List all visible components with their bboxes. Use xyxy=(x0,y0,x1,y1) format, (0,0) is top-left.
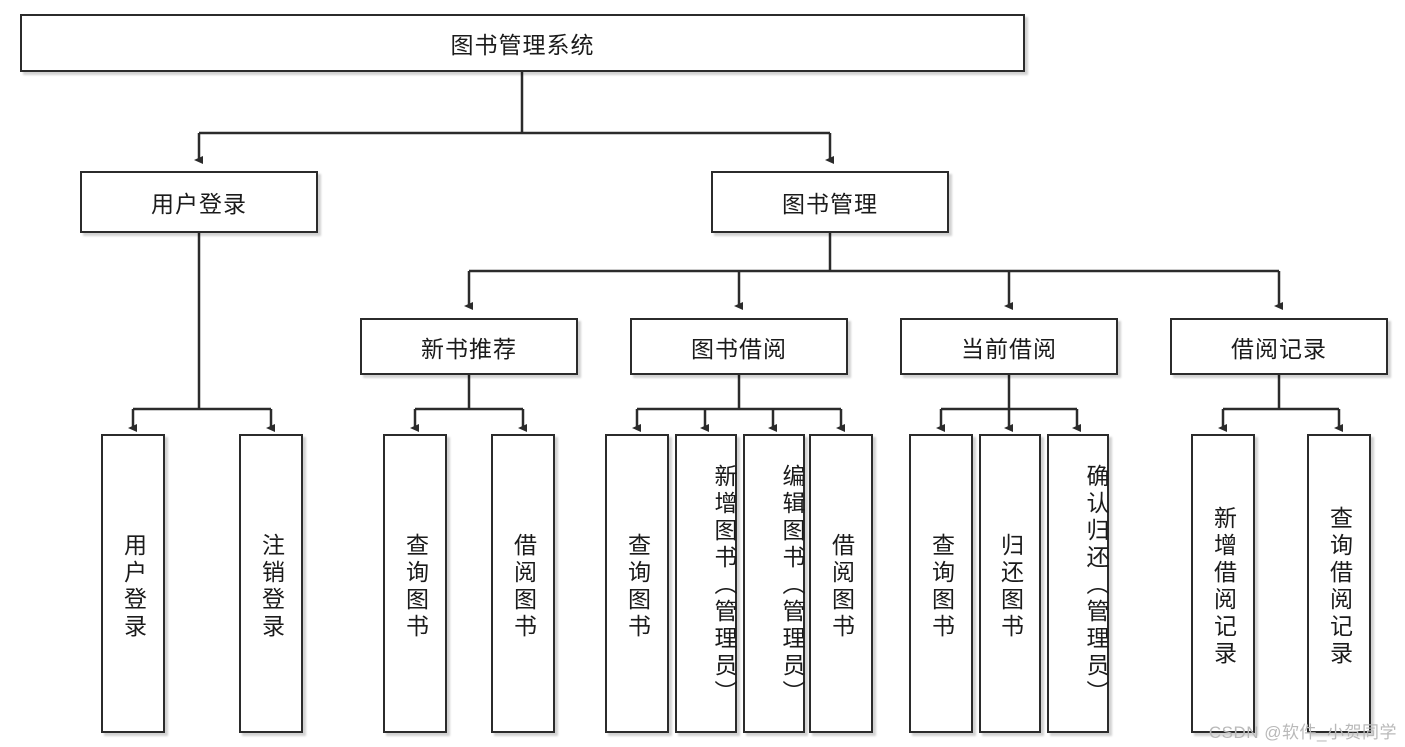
node-book-borrow-label: 图书借阅 xyxy=(691,335,787,362)
node-leaf-query-book-1[interactable]: 查询图书 xyxy=(383,434,447,733)
node-leaf-borrow-book-2-label: 借阅图书 xyxy=(828,532,855,641)
node-leaf-query-record[interactable]: 查询借阅记录 xyxy=(1307,434,1371,733)
node-leaf-confirm-return[interactable]: 确认归还（管理员） xyxy=(1047,434,1109,733)
node-root[interactable]: 图书管理系统 xyxy=(20,14,1025,72)
node-leaf-borrow-book-1[interactable]: 借阅图书 xyxy=(491,434,555,733)
node-book-manage-label: 图书管理 xyxy=(782,191,878,217)
node-leaf-borrow-book-1-label: 借阅图书 xyxy=(510,532,537,641)
node-leaf-confirm-return-label: 确认归还（管理员） xyxy=(1083,464,1109,707)
node-borrow-record[interactable]: 借阅记录 xyxy=(1170,318,1388,375)
node-current-borrow-label: 当前借阅 xyxy=(961,335,1057,362)
node-leaf-query-book-2-label: 查询图书 xyxy=(624,532,651,641)
node-leaf-borrow-book-2[interactable]: 借阅图书 xyxy=(809,434,873,733)
node-new-book-rec-label: 新书推荐 xyxy=(421,335,517,362)
node-user-login-label: 用户登录 xyxy=(151,191,247,217)
node-leaf-query-book-2[interactable]: 查询图书 xyxy=(605,434,669,733)
node-new-book-rec[interactable]: 新书推荐 xyxy=(360,318,578,375)
node-leaf-logout-label: 注销登录 xyxy=(258,532,285,641)
node-leaf-query-book-3[interactable]: 查询图书 xyxy=(909,434,973,733)
node-leaf-query-book-3-label: 查询图书 xyxy=(928,532,955,641)
node-book-manage[interactable]: 图书管理 xyxy=(711,171,949,233)
node-leaf-add-record-label: 新增借阅记录 xyxy=(1210,505,1237,668)
node-leaf-user-login[interactable]: 用户登录 xyxy=(101,434,165,733)
node-leaf-logout[interactable]: 注销登录 xyxy=(239,434,303,733)
node-leaf-add-book-label: 新增图书（管理员） xyxy=(711,464,737,707)
node-current-borrow[interactable]: 当前借阅 xyxy=(900,318,1118,375)
node-leaf-edit-book[interactable]: 编辑图书（管理员） xyxy=(743,434,805,733)
node-borrow-record-label: 借阅记录 xyxy=(1231,335,1327,362)
node-book-borrow[interactable]: 图书借阅 xyxy=(630,318,848,375)
node-leaf-query-record-label: 查询借阅记录 xyxy=(1326,505,1353,668)
node-root-label: 图书管理系统 xyxy=(450,32,595,58)
node-leaf-add-book[interactable]: 新增图书（管理员） xyxy=(675,434,737,733)
node-leaf-return-book-label: 归还图书 xyxy=(997,532,1024,641)
node-leaf-add-record[interactable]: 新增借阅记录 xyxy=(1191,434,1255,733)
node-leaf-query-book-1-label: 查询图书 xyxy=(402,532,429,641)
watermark-text: CSDN @软件_小贺同学 xyxy=(1208,723,1397,742)
node-user-login[interactable]: 用户登录 xyxy=(80,171,318,233)
node-leaf-user-login-label: 用户登录 xyxy=(120,532,147,641)
node-leaf-edit-book-label: 编辑图书（管理员） xyxy=(779,464,805,707)
node-leaf-return-book[interactable]: 归还图书 xyxy=(979,434,1041,733)
